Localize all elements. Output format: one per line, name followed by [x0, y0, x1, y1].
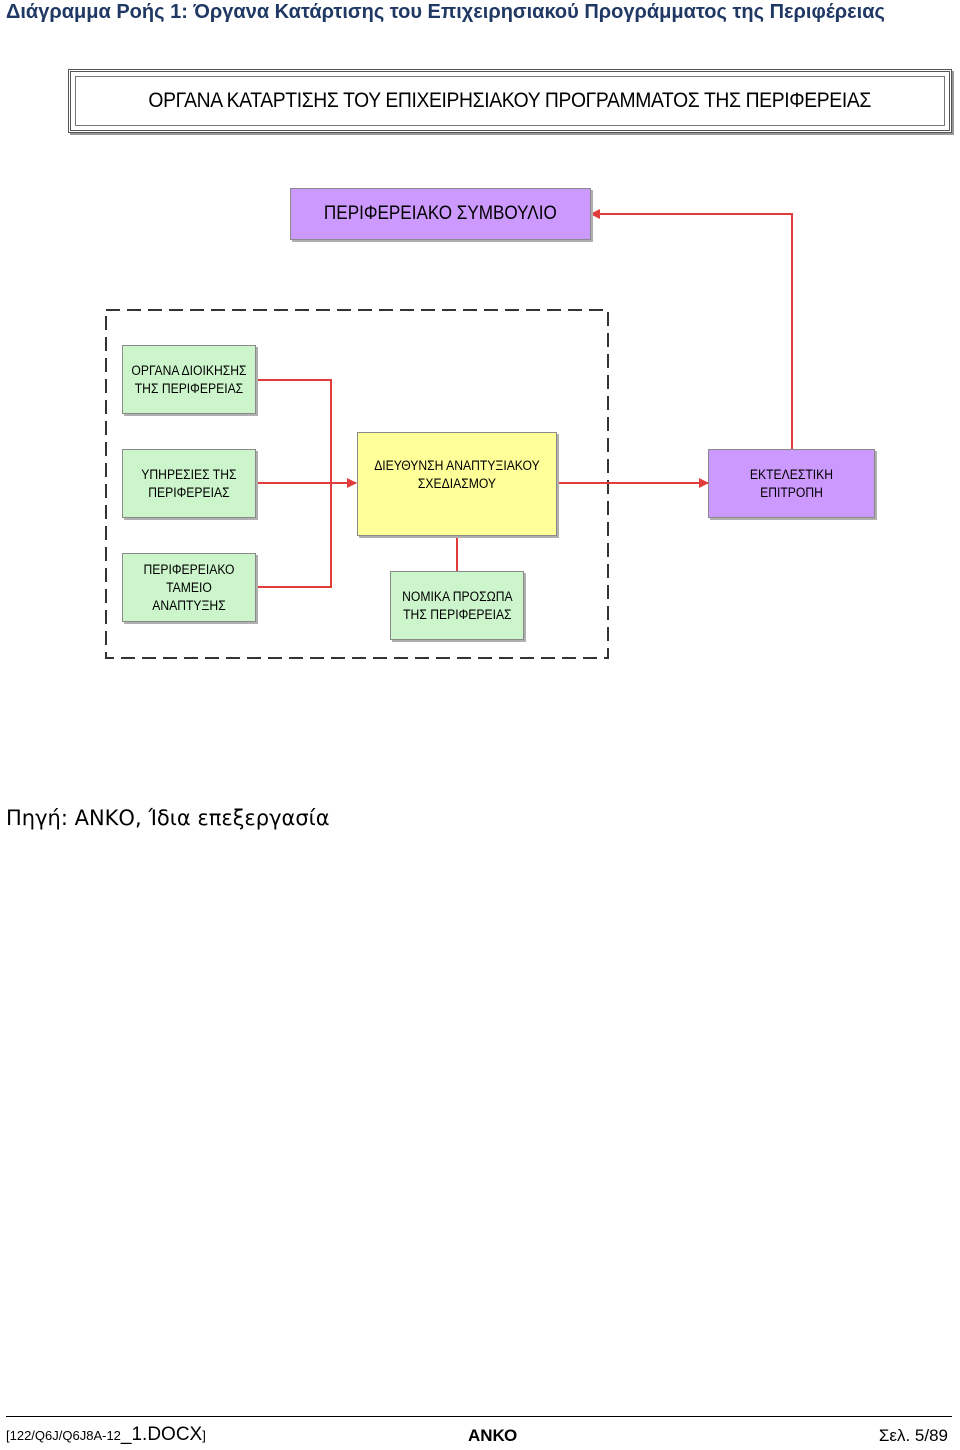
node-development-fund: ΠΕΡΙΦΕΡΕΙΑΚΟ ΤΑΜΕΙΟ ΑΝΑΠΤΥΞΗΣ: [122, 553, 256, 622]
node-executive-committee: ΕΚΤΕΛΕΣΤΙΚΗ ΕΠΙΤΡΟΠΗ: [708, 449, 875, 518]
node-development-fund-label: ΠΕΡΙΦΕΡΕΙΑΚΟ ΤΑΜΕΙΟ ΑΝΑΠΤΥΞΗΣ: [143, 561, 235, 613]
node-admin-organs: ΟΡΓΑΝΑ ΔΙΟΙΚΗΣΗΣ ΤΗΣ ΠΕΡΙΦΕΡΕΙΑΣ: [122, 345, 256, 414]
diagram-banner: ΟΡΓΑΝΑ ΚΑΤΑΡΤΙΣΗΣ ΤΟΥ ΕΠΙΧΕΙΡΗΣΙΑΚΟΥ ΠΡΟ…: [68, 69, 952, 133]
footer-divider: [6, 1416, 952, 1417]
node-regional-council: ΠΕΡΙΦΕΡΕΙΑΚΟ ΣΥΜΒΟΥΛΙΟ: [290, 188, 591, 240]
node-services-label: ΥΠΗΡΕΣΙΕΣ ΤΗΣ ΠΕΡΙΦΕΡΕΙΑΣ: [141, 466, 237, 500]
figure-caption: Διάγραμμα Ροής 1: Όργανα Κατάρτισης του …: [6, 1, 885, 23]
footer-doc-code-text: [122/Q6J/Q6J8A-12: [6, 1428, 121, 1443]
footer-doc-close: ]: [202, 1428, 206, 1443]
node-legal-entities: ΝΟΜΙΚΑ ΠΡΟΣΩΠΑ ΤΗΣ ΠΕΡΙΦΕΡΕΙΑΣ: [390, 571, 524, 640]
footer-page-number: Σελ. 5/89: [878, 1426, 948, 1445]
footer-doc-code: [122/Q6J/Q6J8A-12_1.DOCX]: [6, 1424, 206, 1446]
node-legal-entities-label: ΝΟΜΙΚΑ ΠΡΟΣΩΠΑ ΤΗΣ ΠΕΡΙΦΕΡΕΙΑΣ: [401, 588, 513, 622]
footer-doc-ext: _1.DOCX: [120, 1424, 203, 1445]
flow-connectors: [105, 209, 793, 659]
node-admin-organs-label: ΟΡΓΑΝΑ ΔΙΟΙΚΗΣΗΣ ΤΗΣ ΠΕΡΙΦΕΡΕΙΑΣ: [131, 362, 247, 396]
node-executive-committee-label: ΕΚΤΕΛΕΣΤΙΚΗ ΕΠΙΤΡΟΠΗ: [749, 466, 834, 500]
connector-fund: [256, 483, 332, 588]
diagram-banner-inner: ΟΡΓΑΝΑ ΚΑΤΑΡΤΙΣΗΣ ΤΟΥ ΕΠΙΧΕΙΡΗΣΙΑΚΟΥ ΠΡΟ…: [75, 76, 945, 126]
footer-org: ΑΝΚΟ: [468, 1426, 518, 1445]
node-planning-directorate: ΔΙΕΥΘΥΝΣΗ ΑΝΑΠΤΥΞΙΑΚΟΥ ΣΧΕΔΙΑΣΜΟΥ: [357, 432, 557, 536]
banner-title: ΟΡΓΑΝΑ ΚΑΤΑΡΤΙΣΗΣ ΤΟΥ ΕΠΙΧΕΙΡΗΣΙΑΚΟΥ ΠΡΟ…: [148, 89, 872, 112]
node-regional-council-label: ΠΕΡΙΦΕΡΕΙΑΚΟ ΣΥΜΒΟΥΛΙΟ: [324, 203, 557, 224]
connector-council: [590, 209, 793, 449]
node-services: ΥΠΗΡΕΣΙΕΣ ΤΗΣ ΠΕΡΙΦΕΡΕΙΑΣ: [122, 449, 256, 518]
source-note: Πηγή: ΑΝΚΟ, Ίδια επεξεργασία: [6, 806, 330, 830]
connector-admin: [256, 379, 332, 483]
node-planning-directorate-label: ΔΙΕΥΘΥΝΣΗ ΑΝΑΠΤΥΞΙΑΚΟΥ ΣΧΕΔΙΑΣΜΟΥ: [374, 458, 540, 491]
